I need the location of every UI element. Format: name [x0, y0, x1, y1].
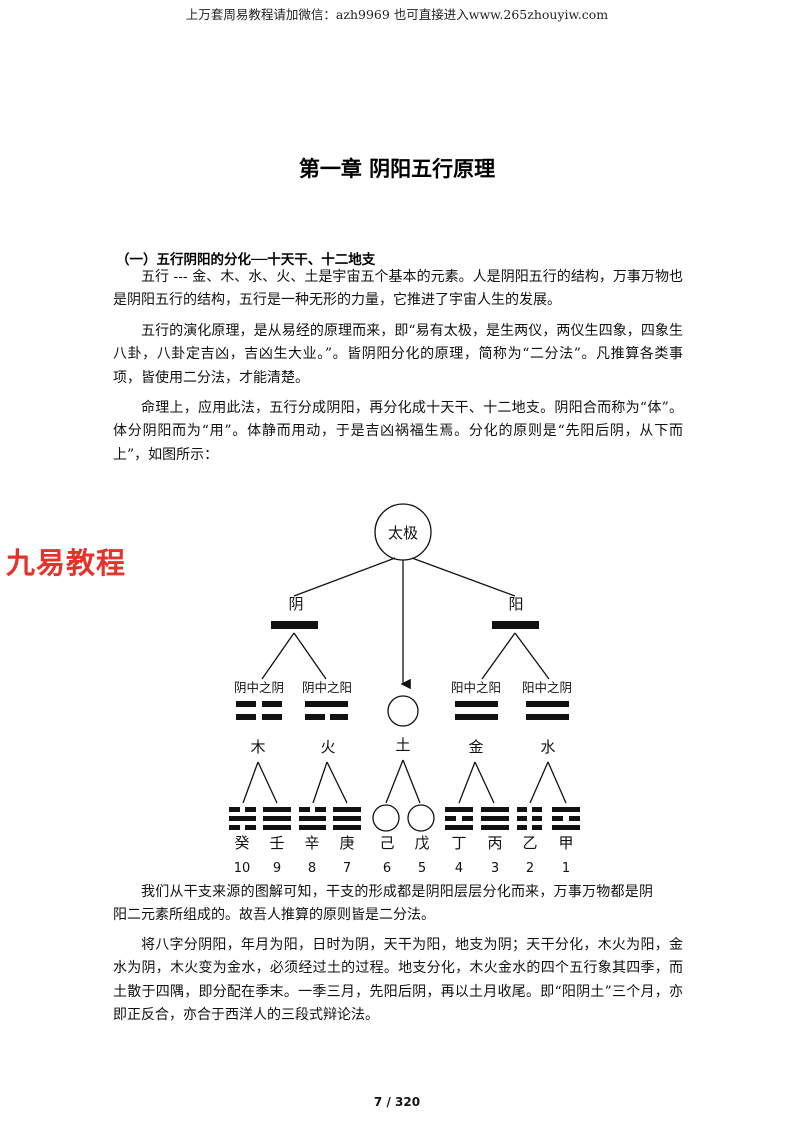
- digram-yang-yin: [526, 701, 569, 720]
- yang-label: 阳: [508, 595, 523, 613]
- paragraph-1: 五行 --- 金、木、水、火、土是宇宙五个基本的元素。人是阴阳五行的结构，万事万…: [113, 269, 683, 309]
- digram-yang-yang: [455, 701, 498, 720]
- stem-jia: 甲: [558, 834, 573, 852]
- stem-xin: 辛: [304, 834, 319, 852]
- stem-ding: 丁: [451, 834, 466, 852]
- element-wood: 木: [250, 738, 265, 756]
- stem-wu: 戊: [414, 834, 429, 852]
- sub-label-yin-yang: 阴中之阳: [302, 680, 352, 695]
- stem-number-5: 5: [418, 861, 426, 876]
- watermark-logo: 九易教程: [6, 546, 127, 580]
- page-header: 上万套周易教程请加微信：azh9969 也可直接进入www.265zhouyiw…: [185, 7, 609, 22]
- stem-geng: 庚: [339, 834, 354, 852]
- stem-number-10: 10: [234, 861, 251, 876]
- stem-number-4: 4: [455, 861, 463, 876]
- stem-symbol-gui: [229, 807, 256, 830]
- stem-ren: 壬: [269, 834, 284, 852]
- stem-symbol-jia: [552, 807, 580, 830]
- chapter-title: 第一章 阴阳五行原理: [298, 157, 496, 181]
- stem-circle-wu: [407, 804, 435, 832]
- element-water: 水: [540, 738, 555, 756]
- root-label: 太极: [388, 524, 418, 542]
- stem-symbol-ding: [445, 807, 473, 830]
- stem-ji: 己: [379, 834, 394, 852]
- element-metal: 金: [468, 738, 483, 756]
- stem-number-1: 1: [562, 861, 570, 876]
- stem-symbol-bing: [481, 807, 509, 830]
- element-fire: 火: [320, 738, 335, 756]
- stem-symbol-xin: [299, 807, 326, 830]
- section-heading: （一）五行阴阳的分化──十天干、十二地支: [116, 252, 376, 268]
- stem-number-6: 6: [383, 861, 391, 876]
- sub-label-yang-yang: 阳中之阳: [451, 680, 501, 695]
- page-number: 7 / 320: [373, 1095, 421, 1109]
- stem-symbol-yi: [517, 807, 542, 830]
- paragraph-2: 五行的演化原理，是从易经的原理而来，即“易有太极，是生两仪，两仪生四象，四象生八…: [113, 323, 683, 386]
- stem-number-8: 8: [308, 861, 316, 876]
- stem-number-9: 9: [273, 861, 281, 876]
- stem-number-3: 3: [491, 861, 499, 876]
- stem-number-2: 2: [526, 861, 534, 876]
- digram-yin-yang: [305, 701, 348, 720]
- yin-label: 阴: [288, 595, 303, 613]
- stem-circle-ji: [372, 804, 400, 832]
- sub-label-yang-yin: 阳中之阴: [522, 680, 572, 695]
- paragraph-3: 命理上，应用此法，五行分成阴阳，再分化成十天干、十二地支。阴阳合而称为“体”。体…: [113, 400, 683, 463]
- stem-bing: 丙: [487, 834, 502, 852]
- stem-symbol-geng: [333, 807, 361, 830]
- paragraph-4: 我们从干支来源的图解可知，干支的形成都是阴阳层层分化而来，万事万物都是阴阳二元素…: [113, 884, 653, 924]
- stem-yi: 乙: [522, 834, 537, 852]
- sub-label-yin-yin: 阴中之阴: [234, 680, 284, 695]
- earth-circle: [387, 695, 419, 727]
- stem-symbol-ren: [263, 807, 291, 830]
- stem-gui: 癸: [234, 834, 249, 852]
- digram-yin-yin: [236, 701, 282, 720]
- stem-number-7: 7: [343, 861, 351, 876]
- yin-bar: [271, 621, 318, 629]
- yang-bar: [492, 621, 539, 629]
- paragraph-5: 将八字分阴阳，年月为阳，日时为阴，天干为阳，地支为阴；天干分化，木火为阳，金水为…: [113, 937, 683, 1023]
- element-earth: 土: [395, 736, 410, 754]
